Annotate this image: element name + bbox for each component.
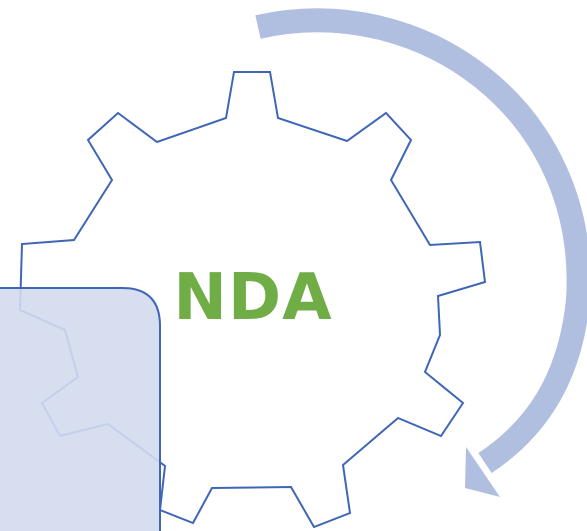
side-panel-border xyxy=(0,287,161,531)
gear-label: NDA xyxy=(173,261,333,335)
cycle-arrow-body xyxy=(255,8,587,474)
gear-outline xyxy=(18,71,487,529)
cycle-arrow-head xyxy=(465,447,500,497)
side-panel xyxy=(0,288,160,531)
cycle-arrow xyxy=(255,8,587,497)
